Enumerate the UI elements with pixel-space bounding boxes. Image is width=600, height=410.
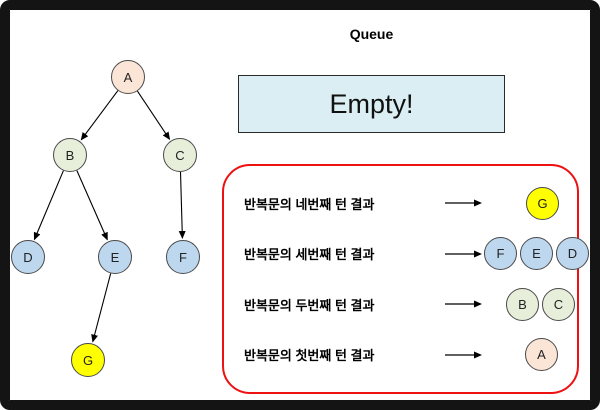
edge-e-g bbox=[91, 273, 112, 343]
queue-node-g: G bbox=[526, 186, 559, 220]
queue-circles: F E D bbox=[484, 237, 589, 271]
empty-box: Empty! bbox=[238, 75, 505, 133]
tree-node-g: G bbox=[71, 343, 105, 377]
queue-node-b: B bbox=[506, 287, 539, 321]
right-arrow-icon bbox=[445, 351, 482, 359]
tree-node-d: D bbox=[11, 240, 45, 274]
queue-node-f: F bbox=[484, 237, 517, 271]
tree-node-b: B bbox=[53, 138, 87, 172]
right-arrow-icon bbox=[445, 300, 482, 308]
empty-label: Empty! bbox=[329, 88, 414, 119]
loop-results-panel: 반복문의 네번째 턴 결과 G 반복문의 세번째 턴 결과 F E D bbox=[222, 164, 589, 394]
queue-node-a: A bbox=[525, 338, 558, 372]
result-row-label: 반복문의 세번째 턴 결과 bbox=[244, 247, 375, 263]
right-arrow-icon bbox=[445, 199, 482, 207]
queue-node-e: E bbox=[520, 237, 553, 271]
result-row-4th: 반복문의 네번째 턴 결과 G bbox=[244, 184, 565, 222]
tree-node-a: A bbox=[111, 60, 145, 94]
right-arrow-icon bbox=[445, 250, 482, 258]
queue-circles: A bbox=[525, 338, 558, 372]
result-row-1st: 반복문의 첫번째 턴 결과 A bbox=[244, 336, 565, 374]
result-row-2nd: 반복문의 두번째 턴 결과 B C bbox=[244, 285, 575, 323]
tree-node-c: C bbox=[163, 138, 197, 172]
edge-a-b bbox=[80, 90, 119, 141]
result-row-label: 반복문의 두번째 턴 결과 bbox=[244, 297, 375, 313]
tree-node-e: E bbox=[98, 240, 132, 274]
result-row-3rd: 반복문의 세번째 턴 결과 F E D bbox=[244, 235, 589, 273]
queue-node-c: C bbox=[542, 287, 575, 321]
queue-circles: G bbox=[526, 186, 559, 220]
edge-c-f bbox=[178, 171, 186, 239]
edge-b-e bbox=[76, 170, 108, 241]
edge-b-d bbox=[33, 170, 64, 241]
queue-node-d: D bbox=[556, 237, 589, 271]
result-row-label: 반복문의 첫번째 턴 결과 bbox=[244, 348, 375, 364]
queue-circles: B C bbox=[506, 287, 575, 321]
result-row-label: 반복문의 네번째 턴 결과 bbox=[244, 196, 375, 212]
edge-a-c bbox=[136, 90, 171, 141]
tree-node-f: F bbox=[166, 240, 200, 274]
queue-title: Queue bbox=[349, 26, 394, 42]
